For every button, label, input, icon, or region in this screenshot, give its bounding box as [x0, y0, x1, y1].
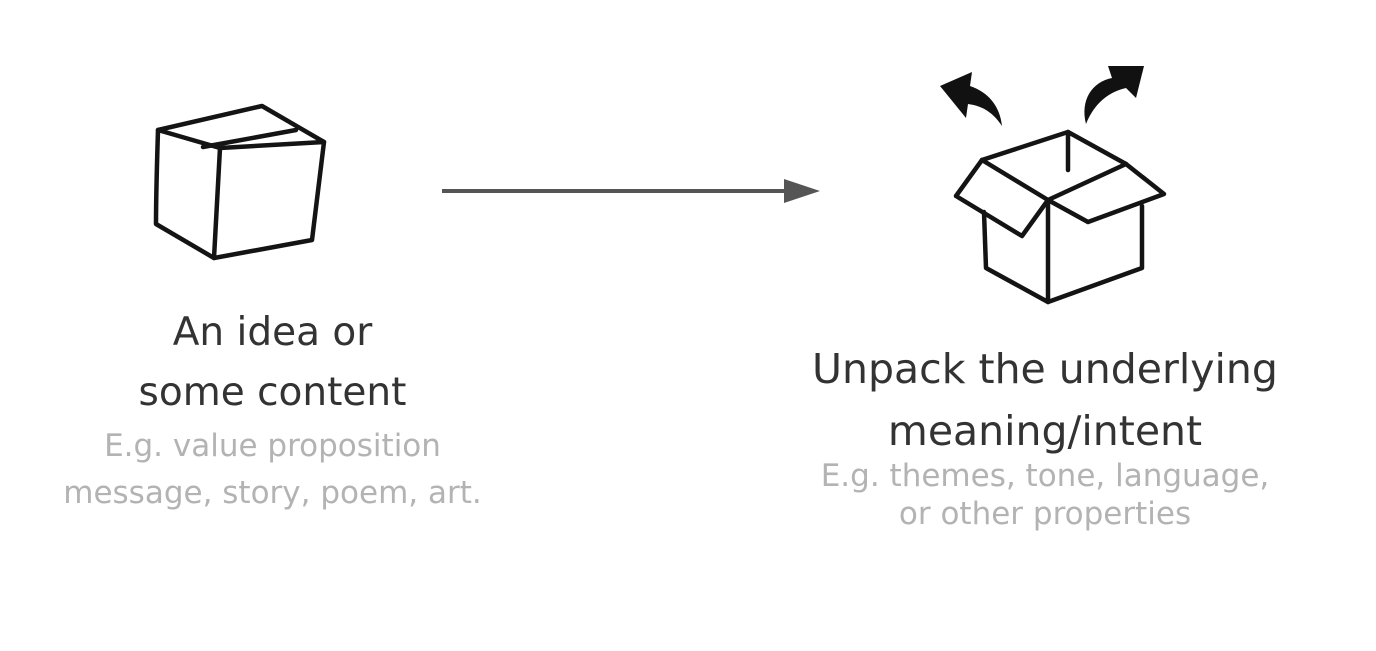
right-node-subtitle-line2: or other properties: [898, 496, 1192, 532]
right-node-title-line2: meaning/intent: [887, 407, 1203, 455]
left-node-title-line1: An idea or: [172, 310, 373, 355]
closed-box-icon: [153, 103, 327, 261]
right-node-title-line1: Unpack the underlying: [812, 345, 1278, 393]
left-node-subtitle-line1: E.g. value proposition: [104, 428, 441, 464]
right-node-caption: Unpack the underlying meaning/intent E.g…: [780, 338, 1310, 538]
right-node-subtitle-line1: E.g. themes, tone, language,: [820, 458, 1270, 494]
left-node-caption: An idea or some content E.g. value propo…: [20, 303, 525, 517]
arrow-right-icon: [442, 179, 820, 203]
left-node-title-line2: some content: [138, 370, 407, 415]
open-box-icon: [940, 66, 1167, 305]
left-node-subtitle-line2: message, story, poem, art.: [63, 475, 482, 511]
